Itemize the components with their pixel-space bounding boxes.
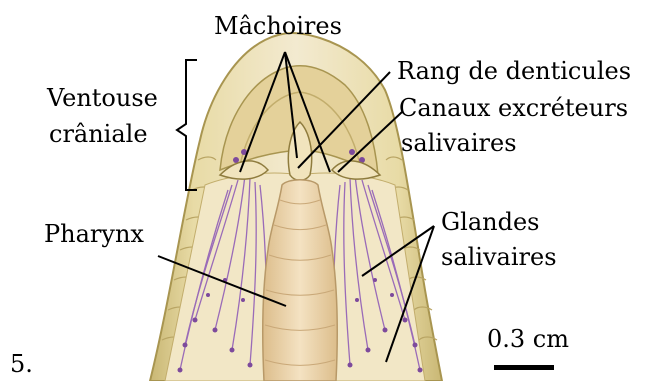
label-canaux-line2: salivaires xyxy=(401,129,517,158)
scale-bar xyxy=(494,365,554,370)
label-ventouse-line1: Ventouse xyxy=(47,84,158,113)
label-glandes-line1: Glandes xyxy=(441,208,540,237)
label-ventouse-line2: crâniale xyxy=(49,120,148,149)
figure-number: 5. xyxy=(10,350,33,379)
label-machoires: Mâchoires xyxy=(214,12,342,41)
scale-bar-label: 0.3 cm xyxy=(487,325,569,354)
label-pharynx: Pharynx xyxy=(44,220,144,249)
label-rang: Rang de denticules xyxy=(397,57,631,86)
label-canaux-line1: Canaux excréteurs xyxy=(399,94,628,123)
label-glandes-line2: salivaires xyxy=(441,243,557,272)
